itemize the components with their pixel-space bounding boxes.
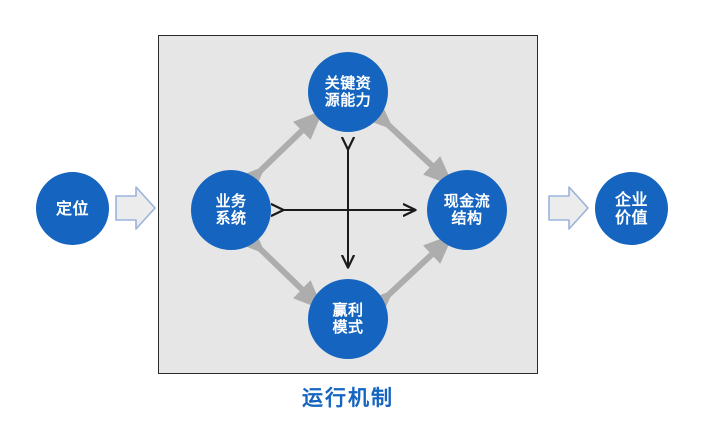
node-profit-model-label: 赢利 模式: [332, 301, 364, 336]
node-enterprise-value[interactable]: 企业 价值: [595, 172, 668, 245]
node-key-resource-label: 关键资 源能力: [324, 74, 372, 109]
node-profit-model[interactable]: 赢利 模式: [308, 279, 388, 359]
node-cashflow-structure-label: 现金流 结构: [443, 192, 491, 227]
node-enterprise-value-label: 企业 价值: [614, 189, 648, 227]
flow-arrow-out: [548, 186, 589, 230]
mechanism-caption: 运行机制: [302, 386, 394, 410]
node-cashflow-structure[interactable]: 现金流 结构: [427, 170, 507, 250]
node-positioning-label: 定位: [55, 198, 89, 218]
node-positioning[interactable]: 定位: [36, 172, 109, 245]
flow-arrow-in: [115, 186, 156, 230]
node-business-system-label: 业务 系统: [215, 192, 247, 227]
node-key-resource[interactable]: 关键资 源能力: [308, 52, 388, 132]
node-business-system[interactable]: 业务 系统: [191, 170, 271, 250]
